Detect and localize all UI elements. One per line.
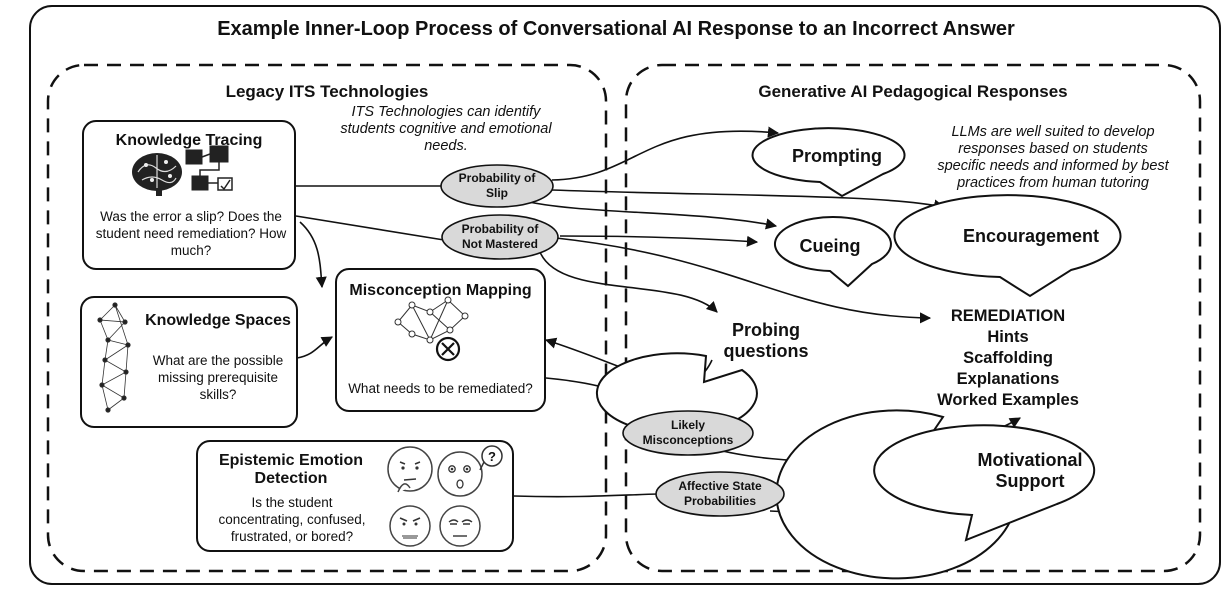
arrow-notmastered-to-probing bbox=[539, 251, 718, 313]
cueing-bubble bbox=[773, 216, 892, 288]
affective-ellipse bbox=[655, 471, 785, 517]
legacy-section-title: Legacy ITS Technologies bbox=[225, 82, 429, 101]
prompting-bubble bbox=[751, 127, 906, 198]
arrow-notmastered-to-cueing bbox=[559, 235, 759, 247]
arrow-slip-to-encouragement bbox=[551, 189, 946, 211]
knowledge-spaces-title: Knowledge Spaces bbox=[145, 312, 291, 329]
arrow-slip-to-cueing bbox=[519, 199, 778, 230]
misconception-mapping-title: Misconception Mapping bbox=[349, 282, 532, 299]
prompting-label: Prompting bbox=[792, 146, 882, 166]
not-mastered-ellipse bbox=[441, 214, 559, 260]
misconceptions-ellipse bbox=[622, 410, 754, 456]
encouragement-bubble bbox=[893, 194, 1122, 298]
encouragement-label: Encouragement bbox=[962, 226, 1100, 246]
arrow-notmastered-to-remediation bbox=[555, 237, 932, 324]
arrow-ks-to-misconception bbox=[296, 336, 333, 359]
knowledge-tracing-box: Knowledge Tracing Was the error a slip? … bbox=[82, 120, 296, 270]
arrow-kt-to-misconception bbox=[299, 221, 327, 289]
motivational-bubble bbox=[873, 424, 1096, 542]
legacy-section-frame bbox=[46, 63, 608, 573]
cueing-label: Cueing bbox=[799, 236, 861, 256]
diagram-title: Example Inner-Loop Process of Conversati… bbox=[217, 18, 1015, 40]
misconception-mapping-text: What needs to be remediated? bbox=[348, 381, 533, 396]
line-kt-to-notmastered bbox=[295, 215, 445, 241]
misconception-mapping-box: Misconception Mapping What needs to be r… bbox=[335, 268, 546, 412]
arrow-slip-to-prompting bbox=[551, 126, 780, 181]
slip-ellipse bbox=[440, 164, 554, 208]
generative-section-title: Generative AI Pedagogical Responses bbox=[758, 82, 1068, 101]
line-emotion-to-affective bbox=[513, 493, 659, 498]
knowledge-tracing-title: Knowledge Tracing bbox=[115, 132, 263, 149]
outer-frame bbox=[29, 5, 1221, 585]
